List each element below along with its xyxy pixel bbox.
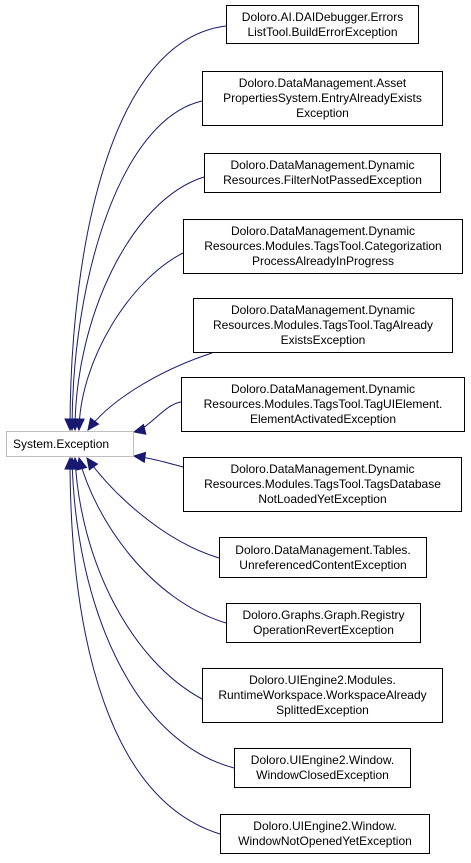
inheritance-edge-7 — [86, 457, 220, 559]
node-label-line: WindowNotOpenedYetException — [238, 834, 412, 848]
node-label-line: Doloro.DataManagement.Dynamic — [230, 382, 416, 396]
node-label-line: Doloro.Graphs.Graph.Registry — [242, 608, 405, 622]
node-workspace-already-splitted-exception[interactable]: Doloro.UIEngine2.Modules. RuntimeWorkspa… — [202, 668, 443, 723]
node-label-line: ElementActivatedException — [249, 412, 397, 426]
inheritance-edge-3 — [78, 252, 184, 431]
node-label-line: Resources.Modules.TagsTool.TagUIElement. — [203, 397, 443, 411]
arrowhead-4 — [87, 417, 100, 431]
node-filter-not-passed-exception[interactable]: Doloro.DataManagement.Dynamic Resources.… — [204, 153, 441, 193]
node-label-line: PropertiesSystem.EntryAlreadyExists — [223, 91, 422, 105]
node-label-line: ListTool.BuildErrorException — [247, 24, 398, 39]
node-label-line: Doloro.DataManagement.Dynamic — [230, 224, 416, 238]
node-label-line: WindowClosedException — [256, 768, 389, 782]
node-label-line: System.Exception — [13, 436, 110, 451]
node-element-activated-exception[interactable]: Doloro.DataManagement.Dynamic Resources.… — [181, 377, 465, 432]
node-label-line: NotLoadedYetException — [258, 492, 387, 506]
node-tags-database-not-loaded-yet-exception[interactable]: Doloro.DataManagement.Dynamic Resources.… — [183, 457, 462, 512]
node-label-line: Doloro.UIEngine2.Modules. — [249, 673, 396, 687]
inheritance-edge-10 — [71, 457, 235, 769]
inheritance-edge-4 — [87, 352, 213, 431]
node-system-exception[interactable]: System.Exception — [6, 431, 134, 457]
arrowhead-7 — [86, 457, 99, 471]
node-unreferenced-content-exception[interactable]: Doloro.DataManagement.Tables. Unreferenc… — [219, 537, 427, 578]
node-label-line: Resources.FilterNotPassedException — [223, 173, 422, 187]
node-window-closed-exception[interactable]: Doloro.UIEngine2.Window. WindowClosedExc… — [234, 748, 411, 788]
node-label-line: Doloro.AI.DAIDebugger.Errors — [241, 9, 404, 24]
node-label-line: OperationRevertException — [253, 623, 394, 637]
node-label-line: Doloro.UIEngine2.Window. — [253, 819, 397, 833]
node-label-line: ExistsException — [280, 333, 366, 347]
node-label-line: Doloro.DataManagement.Dynamic — [230, 158, 415, 172]
inheritance-edge-9 — [74, 457, 203, 700]
node-label-line: Doloro.DataManagement.Asset — [238, 76, 407, 90]
node-tag-already-exists-exception[interactable]: Doloro.DataManagement.Dynamic Resources.… — [193, 298, 453, 353]
arrowhead-6 — [132, 451, 147, 464]
node-window-not-opened-yet-exception[interactable]: Doloro.UIEngine2.Window. WindowNotOpened… — [220, 814, 430, 854]
node-label-line: Doloro.UIEngine2.Window. — [250, 753, 395, 767]
node-categorization-process-already-in-progress[interactable]: Doloro.DataManagement.Dynamic Resources.… — [183, 219, 463, 274]
node-label-line: Doloro.DataManagement.Dynamic — [230, 303, 416, 317]
inheritance-edge-11 — [69, 457, 221, 835]
node-label-line: SplittedException — [276, 703, 369, 717]
arrowhead-5 — [132, 423, 147, 435]
node-label-line: UnreferencedContentException — [239, 557, 407, 572]
node-entry-already-exists-exception[interactable]: Doloro.DataManagement.Asset PropertiesSy… — [202, 71, 443, 126]
inheritance-edge-1 — [71, 100, 203, 431]
node-build-error-exception[interactable]: Doloro.AI.DAIDebugger.Errors ListTool.Bu… — [226, 5, 419, 44]
node-label-line: RuntimeWorkspace.WorkspaceAlready — [218, 688, 427, 702]
inheritance-edge-8 — [78, 457, 227, 624]
inheritance-edge-2 — [74, 176, 205, 431]
inheritance-edge-0 — [69, 25, 227, 431]
node-label-line: ProcessAlreadyInProgress — [251, 254, 395, 268]
node-label-line: Doloro.DataManagement.Dynamic — [230, 462, 415, 476]
node-label-line: Resources.Modules.TagsTool.TagsDatabase — [204, 477, 441, 491]
node-label-line: Resources.Modules.TagsTool.TagAlready — [212, 318, 434, 332]
node-label-line: Doloro.DataManagement.Tables. — [235, 542, 411, 557]
node-label-line: Exception — [296, 106, 349, 120]
arrowhead-11 — [64, 456, 76, 470]
arrowhead-3 — [73, 418, 85, 432]
node-operation-revert-exception[interactable]: Doloro.Graphs.Graph.Registry OperationRe… — [226, 603, 421, 643]
node-label-line: Resources.Modules.TagsTool.Categorizatio… — [204, 239, 442, 253]
